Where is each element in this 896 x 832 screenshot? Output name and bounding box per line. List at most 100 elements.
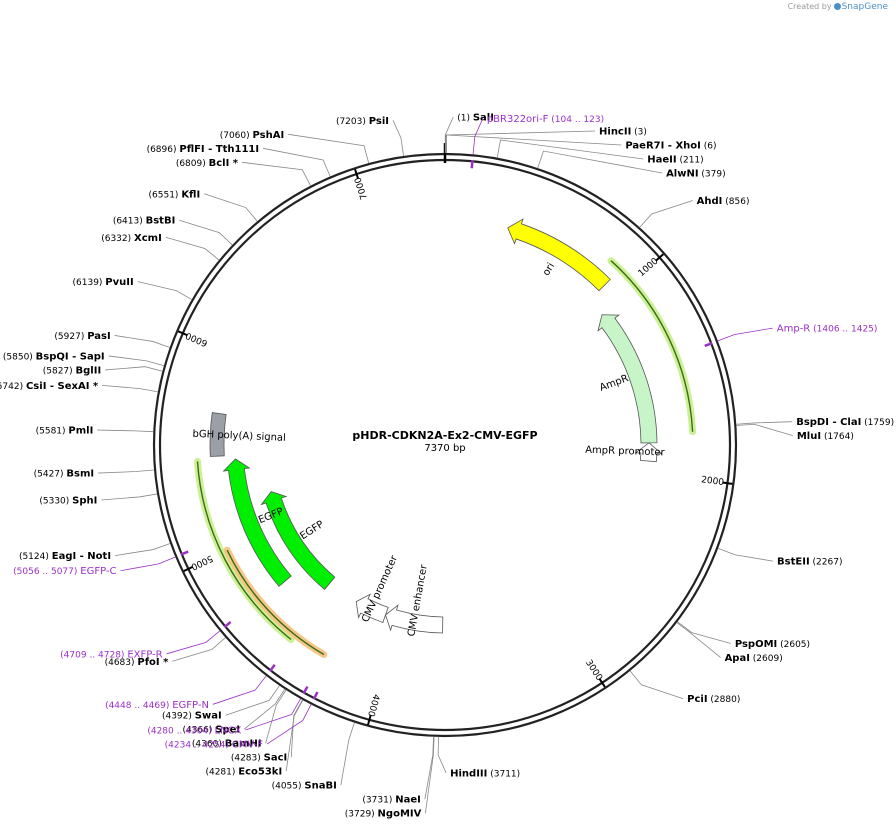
- enzyme-leader-line: [241, 161, 311, 186]
- enzyme-leader-line: [108, 355, 165, 367]
- enzyme-label[interactable]: (5124) EagI - NotI: [19, 551, 111, 562]
- enzyme-leader-line: [444, 116, 454, 154]
- primer-label[interactable]: (4234 .. 4254) CMV-F: [165, 740, 264, 751]
- primer-label[interactable]: (4280 .. 4304) LNCX: [147, 726, 241, 737]
- enzyme-leader-line: [340, 722, 355, 786]
- enzyme-leader-line: [225, 685, 280, 716]
- feature-egfp[interactable]: [260, 491, 336, 590]
- plasmid-name: pHDR-CDKN2A-Ex2-CMV-EGFP: [352, 429, 537, 442]
- enzyme-leader-line: [676, 622, 721, 658]
- enzyme-label[interactable]: (4055) SnaBI: [272, 781, 337, 792]
- enzyme-label[interactable]: (5330) SphI: [39, 495, 97, 506]
- enzyme-label[interactable]: BstEII (2267): [777, 557, 842, 568]
- plasmid-backbone: [152, 143, 738, 738]
- enzyme-label[interactable]: (6139) PvuII: [73, 277, 134, 288]
- primer-label[interactable]: (4709 .. 4728) EXFP-R: [60, 649, 162, 660]
- feature-highlights: [194, 257, 697, 658]
- enzyme-label[interactable]: (4283) SacI: [231, 753, 287, 764]
- primer-leader-line: [166, 630, 221, 655]
- enzyme-label[interactable]: PspOMI (2605): [735, 639, 810, 650]
- enzyme-label[interactable]: HaeII (211): [647, 155, 703, 166]
- enzyme-leader-line: [243, 688, 286, 730]
- enzyme-label[interactable]: (7060) PshAI: [220, 130, 284, 141]
- enzyme-leader-line: [265, 689, 287, 744]
- primer-label[interactable]: Amp-R (1406 .. 1425): [777, 324, 878, 335]
- enzyme-label[interactable]: (5742) CsiI - SexAI *: [0, 381, 99, 392]
- enzyme-leader-line: [285, 699, 304, 772]
- tick-mark: [598, 678, 606, 688]
- enzyme-label[interactable]: (5581) PmlI: [36, 426, 94, 437]
- primer-leader-line: [212, 675, 267, 705]
- enzyme-leader-line: [717, 548, 774, 562]
- enzyme-leader-line: [165, 236, 220, 261]
- enzyme-label[interactable]: AlwNI (379): [666, 169, 726, 180]
- feature-egfp[interactable]: [222, 458, 292, 587]
- primer-binding-mark: [312, 691, 319, 700]
- enzyme-label[interactable]: (5427) BsmI: [34, 469, 95, 480]
- enzyme-label[interactable]: MluI (1764): [797, 431, 854, 442]
- primer-label[interactable]: (5056 .. 5077) EGFP-C: [13, 566, 116, 577]
- enzyme-leader-line: [496, 139, 644, 160]
- enzyme-label[interactable]: (4281) Eco53kI: [205, 767, 282, 778]
- enzyme-label[interactable]: (6809) BclI *: [176, 158, 239, 169]
- primer-label[interactable]: (4448 .. 4469) EGFP-N: [105, 700, 209, 711]
- enzyme-label[interactable]: (5927) PasI: [54, 331, 110, 342]
- feature-cmv-promoter[interactable]: [355, 593, 389, 623]
- feature-highlight-line: [610, 260, 694, 432]
- enzyme-label[interactable]: PciI (2880): [687, 694, 740, 705]
- enzyme-label[interactable]: HincII (3): [599, 127, 647, 138]
- primer-leader-line: [717, 327, 773, 342]
- enzyme-label[interactable]: (6551) KflI: [149, 189, 201, 200]
- enzyme-leader-line: [179, 219, 233, 246]
- enzyme-label[interactable]: (1) SalI: [457, 113, 494, 124]
- enzyme-leader-line: [102, 384, 158, 393]
- feature-highlight-line: [196, 461, 292, 641]
- credit-brand: SnapGene: [841, 2, 888, 12]
- enzyme-label[interactable]: (3729) NgoMIV: [345, 809, 422, 820]
- feature-label-ori: ori: [541, 261, 557, 278]
- feature-cmv-enhancer[interactable]: [385, 604, 444, 634]
- enzyme-leader-line: [736, 421, 793, 425]
- enzyme-leader-line: [537, 150, 663, 174]
- primer-binding-mark: [180, 550, 189, 556]
- enzyme-label[interactable]: (6896) PflFI - Tth111I: [147, 144, 260, 155]
- feature-bgh-poly-a-signal[interactable]: [209, 412, 227, 457]
- tick-mark: [655, 253, 665, 262]
- enzyme-leader-line: [437, 736, 447, 774]
- feature-ampr-promoter[interactable]: [634, 442, 663, 463]
- enzyme-label[interactable]: (4392) SwaI: [162, 711, 222, 722]
- enzyme-leader-line: [629, 670, 684, 700]
- tick-mark: [183, 565, 194, 572]
- enzyme-leader-line: [446, 134, 622, 154]
- enzyme-label[interactable]: (5827) BglII: [43, 365, 101, 376]
- enzyme-label[interactable]: (4366) SpeI: [182, 725, 240, 736]
- enzyme-label[interactable]: AhdI (856): [697, 196, 750, 207]
- primer-label[interactable]: pBR322ori-F (104 .. 123): [487, 114, 604, 125]
- enzyme-label[interactable]: (5850) BspQI - SapI: [3, 351, 105, 362]
- credit-prefix: Created by: [787, 2, 832, 11]
- primer-sites[interactable]: pBR322ori-F (104 .. 123) Amp-R (1406 .. 1…: [13, 114, 877, 751]
- feature-ampr[interactable]: [597, 314, 658, 444]
- enzyme-leader-line: [736, 423, 793, 437]
- enzyme-label[interactable]: HindIII (3711): [450, 768, 520, 779]
- tick-label: 2000: [700, 475, 724, 488]
- enzyme-label[interactable]: (3731) NaeI: [362, 795, 420, 806]
- enzyme-label[interactable]: (6332) XcmI: [101, 233, 162, 244]
- enzyme-label[interactable]: (4683) PfoI *: [105, 657, 170, 668]
- enzyme-leader-line: [204, 193, 258, 222]
- feature-ori[interactable]: [507, 218, 611, 292]
- primer-binding-mark: [470, 160, 474, 169]
- enzyme-sites[interactable]: (1) SalI HincII (3) PaeR7I - XhoI (6) HaeII…: [0, 113, 894, 820]
- tick-label: 7000: [353, 175, 370, 200]
- enzyme-label[interactable]: BspDI - ClaI (1759): [796, 417, 894, 428]
- enzyme-label[interactable]: (7203) PsiI: [336, 116, 389, 127]
- feature-label-bgh-poly-a-signal: bGH poly(A) signal: [192, 429, 286, 444]
- enzyme-label[interactable]: (6413) BstBI: [113, 216, 176, 227]
- snapgene-logo-icon: [833, 2, 841, 10]
- enzyme-label[interactable]: (4360) BamHI: [192, 739, 262, 750]
- enzyme-leader-line: [290, 699, 303, 758]
- enzyme-label[interactable]: ApaI (2609): [725, 653, 783, 664]
- enzyme-label[interactable]: PaeR7I - XhoI (6): [625, 141, 716, 152]
